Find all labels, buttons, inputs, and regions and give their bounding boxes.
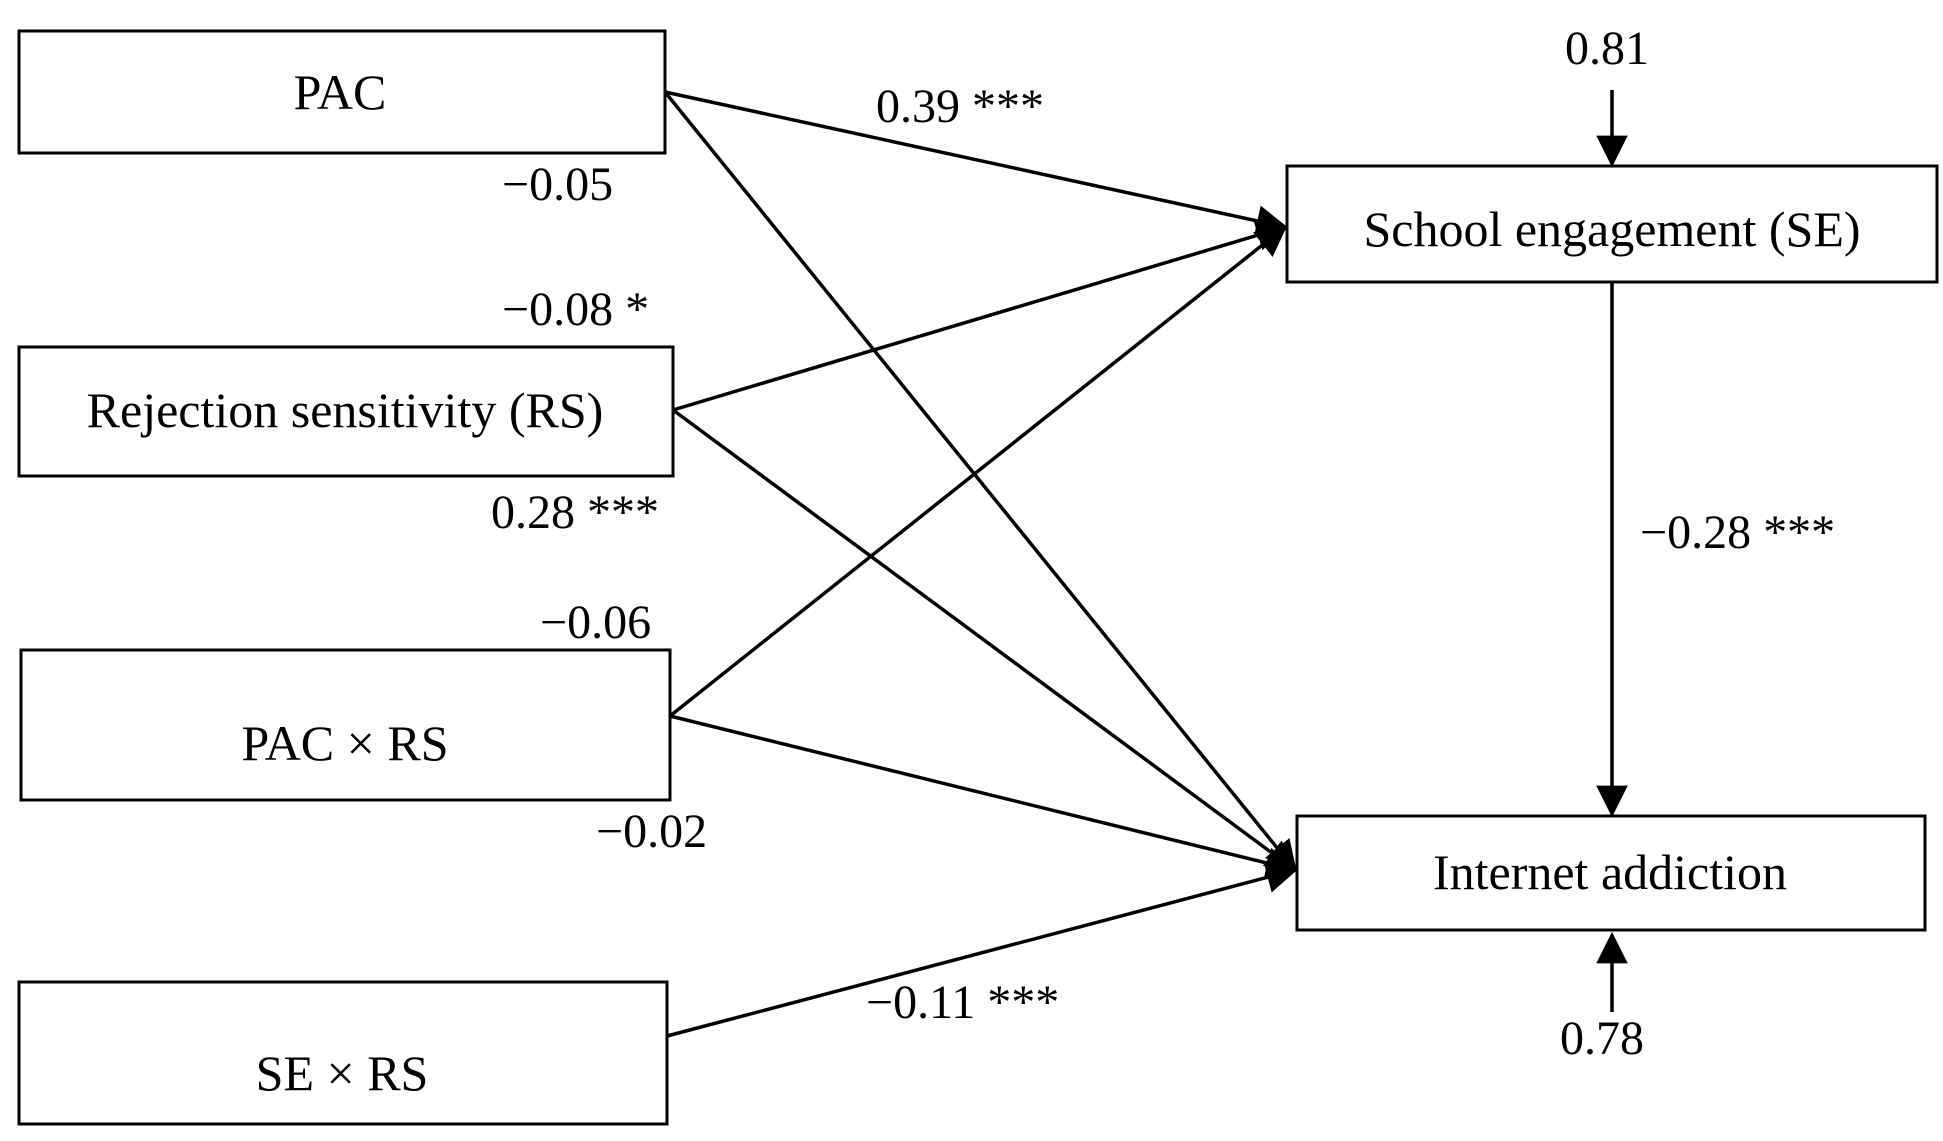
node-pac-x-rs-label: PAC × RS — [241, 715, 448, 771]
coef-sexrs-to-ia: −0.11 *** — [866, 976, 1059, 1029]
residual-ia: 0.78 — [1560, 1012, 1644, 1065]
coef-pac-to-ia: −0.05 — [502, 158, 613, 211]
node-rs: Rejection sensitivity (RS) — [17, 345, 675, 478]
coef-rs-to-ia: 0.28 *** — [491, 486, 659, 539]
coef-se-to-ia: −0.28 *** — [1640, 506, 1835, 559]
edge-pac-to-ia — [663, 90, 1297, 873]
coef-rs-to-se: −0.08 * — [502, 283, 649, 336]
edge-pacxrs-to-ia — [669, 714, 1299, 879]
coef-pac-to-se: 0.39 *** — [876, 80, 1044, 133]
edge-pac-to-se — [664, 90, 1289, 237]
node-se-x-rs: SE × RS — [17, 980, 669, 1126]
edge-sexrs-to-ia — [666, 862, 1299, 1038]
edge-rs-to-se — [672, 220, 1289, 412]
node-se-label: School engagement (SE) — [1363, 201, 1860, 257]
residual-se: 0.81 — [1565, 22, 1649, 75]
node-pac-label: PAC — [294, 64, 387, 120]
node-pac: PAC — [17, 29, 667, 155]
node-ia-label: Internet addiction — [1433, 844, 1787, 900]
edge-pacxrs-to-se — [668, 225, 1288, 718]
edge-rs-to-ia — [671, 408, 1298, 872]
coefficients: 0.39 *** −0.05 −0.08 * 0.28 *** −0.06 −0… — [491, 22, 1835, 1065]
coef-pacxrs-to-se: −0.06 — [540, 596, 651, 649]
node-pac-x-rs: PAC × RS — [19, 648, 672, 802]
node-se-x-rs-label: SE × RS — [256, 1045, 429, 1101]
edges — [663, 90, 1628, 1038]
node-rs-label: Rejection sensitivity (RS) — [87, 382, 604, 438]
coef-pacxrs-to-ia: −0.02 — [596, 805, 707, 858]
node-se: School engagement (SE) — [1285, 164, 1939, 284]
node-ia: Internet addiction — [1295, 814, 1927, 932]
